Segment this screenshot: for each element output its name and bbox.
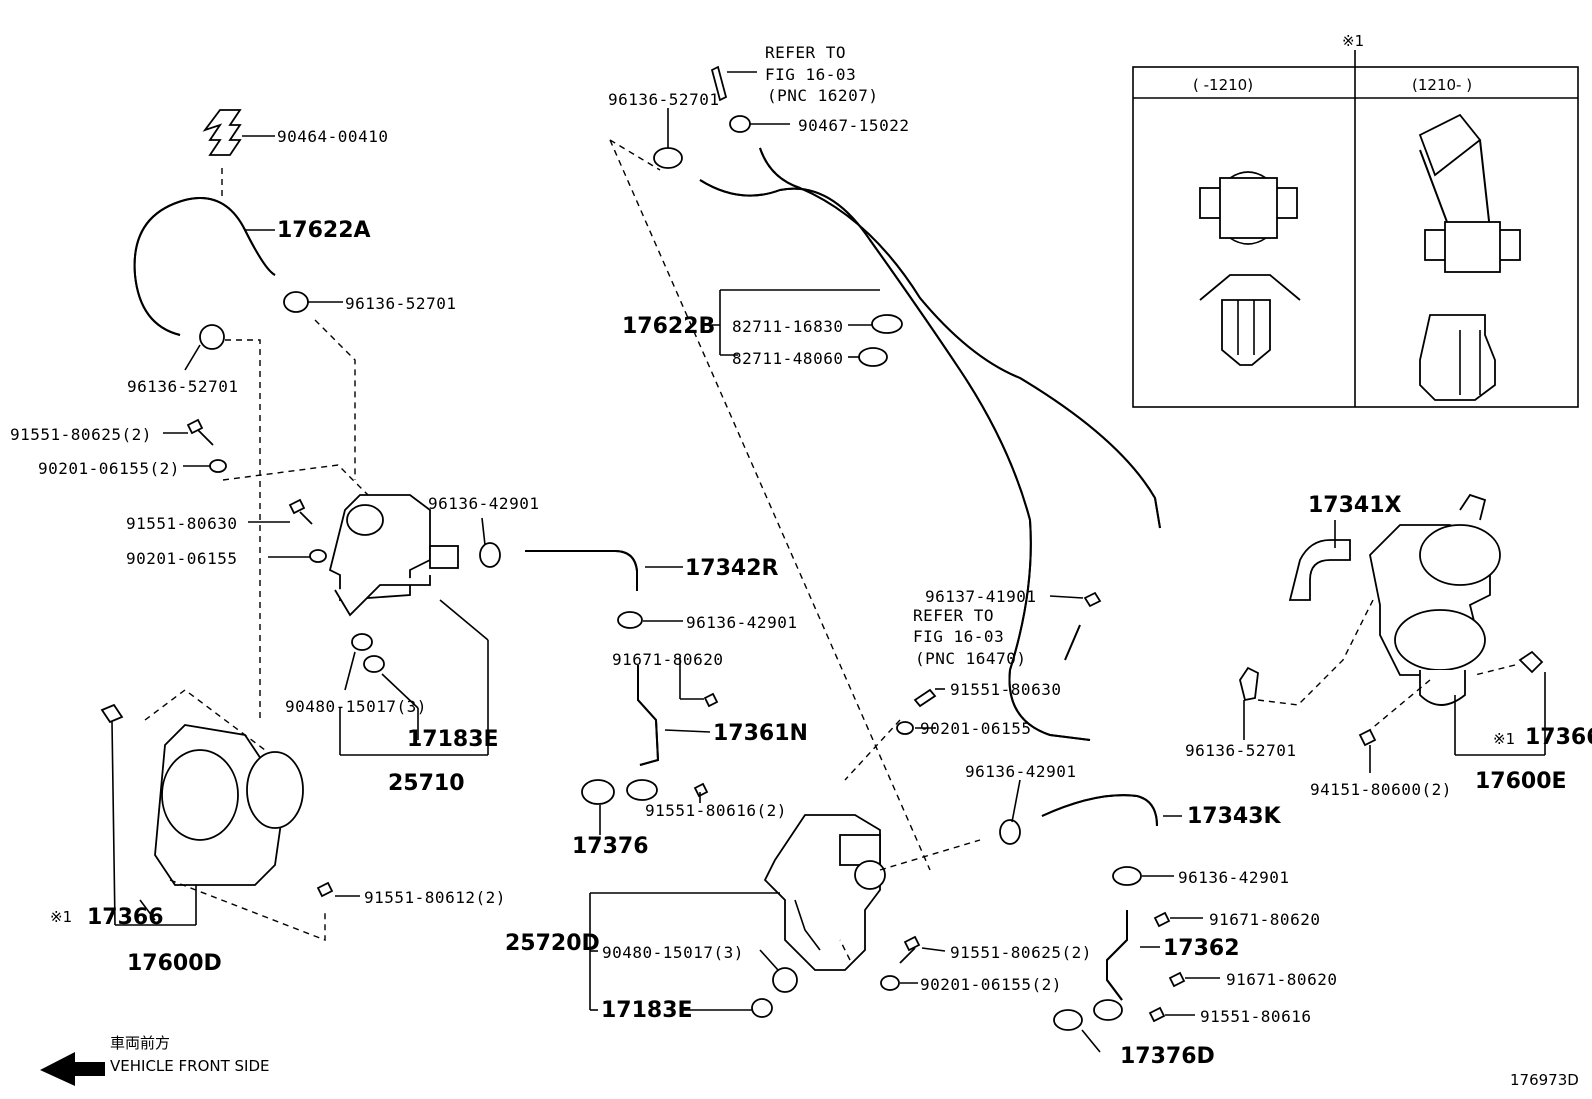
refer-lower-line1: REFER TO [913, 606, 994, 625]
label-96136-42901-c: 96136-42901 [965, 762, 1076, 781]
label-90467-15022: 90467-15022 [798, 116, 909, 135]
inset-mark: ※1 [1342, 32, 1364, 50]
label-94151-80600: 94151-80600(2) [1310, 780, 1452, 799]
label-17376D: 17376D [1120, 1044, 1215, 1069]
label-96136-52701-c: 96136-52701 [608, 90, 719, 109]
label-96136-52701-d: 96136-52701 [1185, 741, 1296, 760]
label-17183E-b: 17183E [601, 998, 693, 1023]
label-91671-80620-b: 91671-80620 [1209, 910, 1320, 929]
label-91551-80630-b: 91551-80630 [950, 680, 1061, 699]
label-96136-42901-d: 96136-42901 [1178, 868, 1289, 887]
label-91551-80630-a: 91551-80630 [126, 514, 237, 533]
label-91551-80612: 91551-80612(2) [364, 888, 506, 907]
label-17366-b: 17366 [1525, 725, 1592, 750]
label-17341X: 17341X [1308, 493, 1402, 518]
labels: REFER TO FIG 16-03 (PNC 16207) REFER TO … [10, 43, 1592, 1069]
inset-col-left: ( -1210) [1193, 76, 1253, 94]
label-17362: 17362 [1163, 936, 1240, 961]
label-17622B: 17622B [622, 314, 715, 339]
label-17342R: 17342R [685, 556, 779, 581]
figure-id: 176973D [1510, 1071, 1579, 1089]
inset-col-right: (1210- ) [1412, 76, 1472, 94]
refer-lower-line2: FIG 16-03 [913, 627, 1004, 646]
refer-lower-line3: (PNC 16470) [915, 649, 1026, 668]
label-90480-15017-a: 90480-15017(3) [285, 697, 427, 716]
label-17343K: 17343K [1187, 804, 1282, 829]
label-96136-42901-a: 96136-42901 [428, 494, 539, 513]
label-91671-80620-a: 91671-80620 [612, 650, 723, 669]
label-91551-80616: 91551-80616 [1200, 1007, 1311, 1026]
label-91551-80625-b: 91551-80625(2) [950, 943, 1092, 962]
vehicle-front-indicator: 車両前方 VEHICLE FRONT SIDE [40, 1034, 270, 1086]
label-25710: 25710 [388, 771, 465, 796]
label-82711-48060: 82711-48060 [732, 349, 843, 368]
label-17366-a: 17366 [87, 905, 164, 930]
center-assembly [589, 65, 1374, 1053]
mark-2: ※1 [1493, 730, 1515, 748]
label-90201-06155-d: 90201-06155(2) [920, 975, 1062, 994]
label-90201-06155-c: 90201-06155 [920, 719, 1031, 738]
label-17600E: 17600E [1475, 769, 1567, 794]
label-82711-16830: 82711-16830 [732, 317, 843, 336]
right-pump [1288, 493, 1546, 773]
label-17376: 17376 [572, 834, 649, 859]
label-17622A: 17622A [277, 218, 371, 243]
mark-1: ※1 [50, 908, 72, 926]
refer-upper-line1: REFER TO [765, 43, 846, 62]
label-90201-06155-b: 90201-06155 [126, 549, 237, 568]
label-96136-42901-b: 96136-42901 [686, 613, 797, 632]
label-17183E-a: 17183E [407, 727, 499, 752]
refer-upper-line3: (PNC 16207) [767, 86, 878, 105]
label-91671-80620-c: 91671-80620 [1226, 970, 1337, 989]
label-17600D: 17600D [127, 951, 222, 976]
label-96137-41901: 96137-41901 [925, 587, 1036, 606]
front-label-jp: 車両前方 [110, 1034, 170, 1052]
front-arrow-icon [40, 1052, 105, 1086]
label-91551-80625-a: 91551-80625(2) [10, 425, 152, 444]
label-96136-52701-a: 96136-52701 [345, 294, 456, 313]
label-17361N: 17361N [713, 721, 808, 746]
label-90201-06155-a: 90201-06155(2) [38, 459, 180, 478]
inset-box: ※1 ( -1210) (1210- ) [1132, 32, 1579, 408]
refer-upper-line2: FIG 16-03 [765, 65, 856, 84]
label-90480-15017-b: 90480-15017(3) [602, 943, 744, 962]
left-assembly [100, 109, 719, 942]
front-label-en: VEHICLE FRONT SIDE [110, 1057, 270, 1075]
label-91551-80616-2: 91551-80616(2) [645, 801, 787, 820]
label-25720D: 25720D [505, 931, 600, 956]
label-90464-00410: 90464-00410 [277, 127, 388, 146]
label-96136-52701-b: 96136-52701 [127, 377, 238, 396]
